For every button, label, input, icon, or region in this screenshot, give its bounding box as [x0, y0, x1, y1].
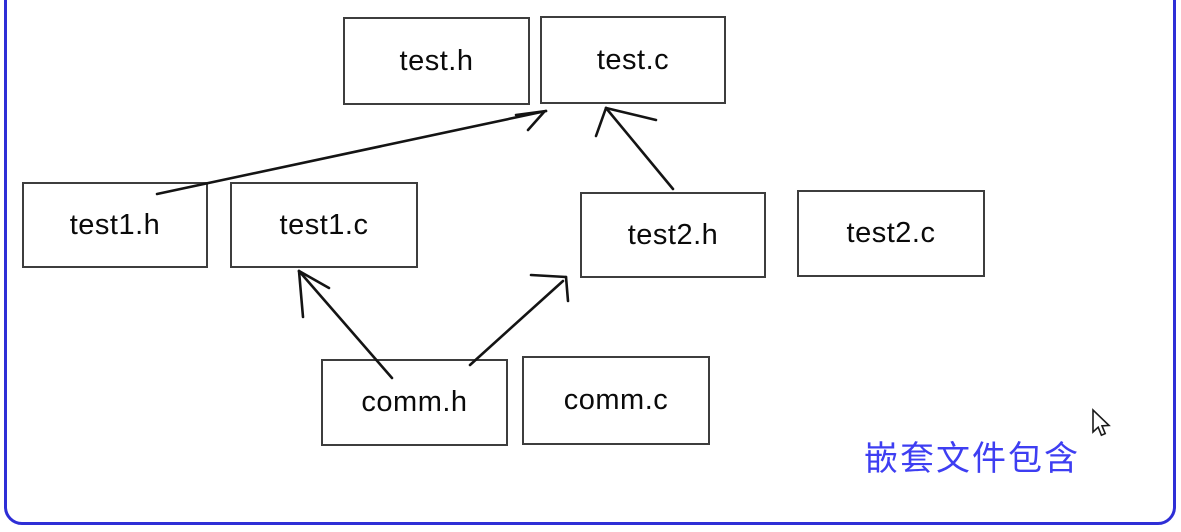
node-label: test2.h: [627, 218, 719, 251]
node-label: test1.h: [69, 208, 161, 241]
node-label: test.h: [399, 44, 474, 77]
node-label: comm.c: [563, 384, 669, 416]
node-comm-c: comm.c: [522, 356, 710, 445]
node-label: test2.c: [846, 217, 936, 249]
node-label: comm.h: [361, 386, 468, 418]
node-test-c: test.c: [540, 16, 726, 104]
node-label: test.c: [596, 43, 670, 76]
node-comm-h: comm.h: [321, 359, 508, 446]
outer-blue-frame: [4, 0, 1176, 525]
mouse-cursor-icon: [1092, 408, 1111, 437]
caption-nested-include: 嵌套文件包含: [864, 439, 1080, 479]
node-test2-h: test2.h: [580, 192, 766, 278]
node-test1-c: test1.c: [230, 182, 418, 268]
node-test2-c: test2.c: [797, 190, 985, 277]
node-test1-h: test1.h: [22, 182, 208, 268]
node-test-h: test.h: [343, 17, 530, 105]
node-label: test1.c: [279, 208, 369, 241]
